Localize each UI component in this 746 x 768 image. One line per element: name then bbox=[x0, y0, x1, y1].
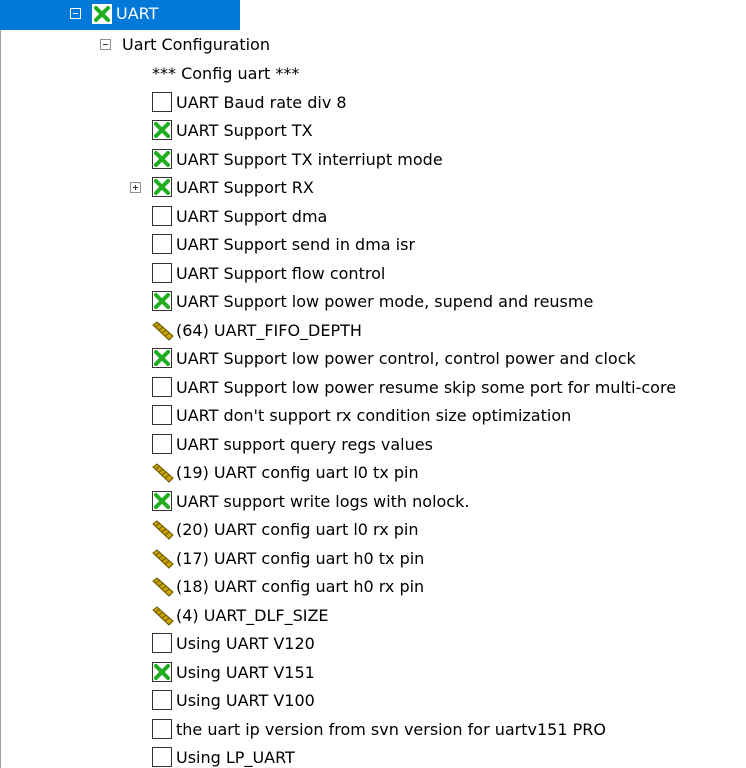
option-label: UART Support low power mode, supend and … bbox=[176, 292, 594, 311]
value-pencil-icon bbox=[152, 548, 174, 569]
collapse-icon[interactable] bbox=[100, 39, 111, 50]
option-row[interactable]: (17) UART config uart h0 tx pin bbox=[0, 545, 746, 573]
option-label: UART Support flow control bbox=[176, 263, 386, 283]
option-row[interactable]: (18) UART config uart h0 rx pin bbox=[0, 573, 746, 601]
option-label: UART Support send in dma isr bbox=[176, 235, 416, 254]
option-row[interactable]: Using UART V151 bbox=[0, 659, 746, 687]
option-label: UART Support TX bbox=[176, 121, 313, 140]
option-row[interactable]: (4) UART_DLF_SIZE bbox=[0, 602, 746, 630]
option-label: (19) UART config uart l0 tx pin bbox=[176, 463, 419, 482]
option-label: (17) UART config uart h0 tx pin bbox=[176, 548, 425, 568]
checked-checkbox-icon[interactable] bbox=[152, 348, 172, 368]
option-row[interactable]: UART don't support rx condition size opt… bbox=[0, 402, 746, 430]
option-label: UART Baud rate div 8 bbox=[176, 92, 347, 112]
tree-node-label: UART bbox=[116, 4, 159, 23]
empty-checkbox-icon[interactable] bbox=[152, 405, 172, 425]
option-label: UART Support low power resume skip some … bbox=[176, 377, 677, 397]
empty-checkbox-icon[interactable] bbox=[152, 262, 172, 283]
empty-checkbox-icon[interactable] bbox=[152, 718, 172, 739]
tree-node-label: Uart Configuration bbox=[122, 35, 270, 54]
option-label: UART Support TX interriupt mode bbox=[176, 149, 443, 169]
tree-node-uart[interactable]: UART bbox=[0, 0, 240, 30]
option-label: Using UART V120 bbox=[176, 634, 315, 653]
checked-checkbox-icon[interactable] bbox=[152, 490, 172, 511]
empty-checkbox-icon[interactable] bbox=[152, 91, 172, 112]
option-row[interactable]: (19) UART config uart l0 tx pin bbox=[0, 459, 746, 487]
empty-checkbox-icon[interactable] bbox=[152, 690, 172, 710]
option-row[interactable]: UART support write logs with nolock. bbox=[0, 488, 746, 516]
option-row[interactable]: (64) UART_FIFO_DEPTH bbox=[0, 317, 746, 345]
option-label: UART support query regs values bbox=[176, 434, 433, 454]
option-row[interactable]: Using UART V100 bbox=[0, 687, 746, 715]
tree-node-uart-configuration[interactable]: Uart Configuration bbox=[0, 31, 746, 59]
option-label: (4) UART_DLF_SIZE bbox=[176, 605, 329, 625]
tree-border-line bbox=[0, 0, 1, 768]
option-row[interactable]: UART Support send in dma isr bbox=[0, 231, 746, 259]
green-x-check-icon[interactable] bbox=[92, 4, 112, 24]
empty-checkbox-icon[interactable] bbox=[152, 433, 172, 454]
option-row[interactable]: Using LP_UART bbox=[0, 744, 746, 768]
option-row[interactable]: UART Baud rate div 8 bbox=[0, 89, 746, 117]
option-row[interactable]: (20) UART config uart l0 rx pin bbox=[0, 516, 746, 544]
checked-checkbox-icon[interactable] bbox=[152, 148, 172, 169]
option-label: Using UART V100 bbox=[176, 691, 315, 710]
option-label: UART Support RX bbox=[176, 178, 314, 197]
option-row[interactable]: UART Support low power resume skip some … bbox=[0, 374, 746, 402]
option-row[interactable]: UART Support TX bbox=[0, 117, 746, 145]
empty-checkbox-icon[interactable] bbox=[152, 376, 172, 397]
option-label: (18) UART config uart h0 rx pin bbox=[176, 577, 425, 596]
option-row[interactable]: *** Config uart *** bbox=[0, 60, 746, 88]
value-pencil-icon bbox=[152, 605, 174, 626]
option-row[interactable]: UART Support TX interriupt mode bbox=[0, 146, 746, 174]
value-pencil-icon bbox=[152, 520, 174, 540]
option-label: (64) UART_FIFO_DEPTH bbox=[176, 320, 362, 340]
option-row[interactable]: UART Support RX bbox=[0, 174, 746, 202]
value-pencil-icon bbox=[152, 320, 174, 341]
empty-checkbox-icon[interactable] bbox=[152, 234, 172, 254]
option-label: UART support write logs with nolock. bbox=[176, 491, 470, 511]
value-pencil-icon bbox=[152, 577, 174, 597]
option-row[interactable]: UART Support dma bbox=[0, 203, 746, 231]
expand-icon[interactable] bbox=[130, 182, 141, 193]
empty-checkbox-icon[interactable] bbox=[152, 205, 172, 226]
checked-checkbox-icon[interactable] bbox=[152, 661, 172, 682]
option-row[interactable]: UART support query regs values bbox=[0, 431, 746, 459]
option-row[interactable]: Using UART V120 bbox=[0, 630, 746, 658]
option-label: Using UART V151 bbox=[176, 662, 315, 682]
option-row[interactable]: UART Support low power mode, supend and … bbox=[0, 288, 746, 316]
empty-checkbox-icon[interactable] bbox=[152, 633, 172, 653]
option-label: UART Support dma bbox=[176, 206, 328, 226]
collapse-icon[interactable] bbox=[70, 8, 81, 19]
option-label: the uart ip version from svn version for… bbox=[176, 719, 606, 739]
option-label: UART don't support rx condition size opt… bbox=[176, 406, 572, 425]
option-row[interactable]: the uart ip version from svn version for… bbox=[0, 716, 746, 744]
checked-checkbox-icon[interactable] bbox=[152, 177, 172, 197]
checked-checkbox-icon[interactable] bbox=[152, 291, 172, 311]
option-label: UART Support low power control, control … bbox=[176, 349, 636, 368]
value-pencil-icon bbox=[152, 463, 174, 483]
option-label: Using LP_UART bbox=[176, 748, 295, 767]
option-label: (20) UART config uart l0 rx pin bbox=[176, 520, 419, 539]
option-label: *** Config uart *** bbox=[152, 64, 300, 83]
option-row[interactable]: UART Support flow control bbox=[0, 260, 746, 288]
option-row[interactable]: UART Support low power control, control … bbox=[0, 345, 746, 373]
checked-checkbox-icon[interactable] bbox=[152, 120, 172, 140]
empty-checkbox-icon[interactable] bbox=[152, 747, 172, 767]
